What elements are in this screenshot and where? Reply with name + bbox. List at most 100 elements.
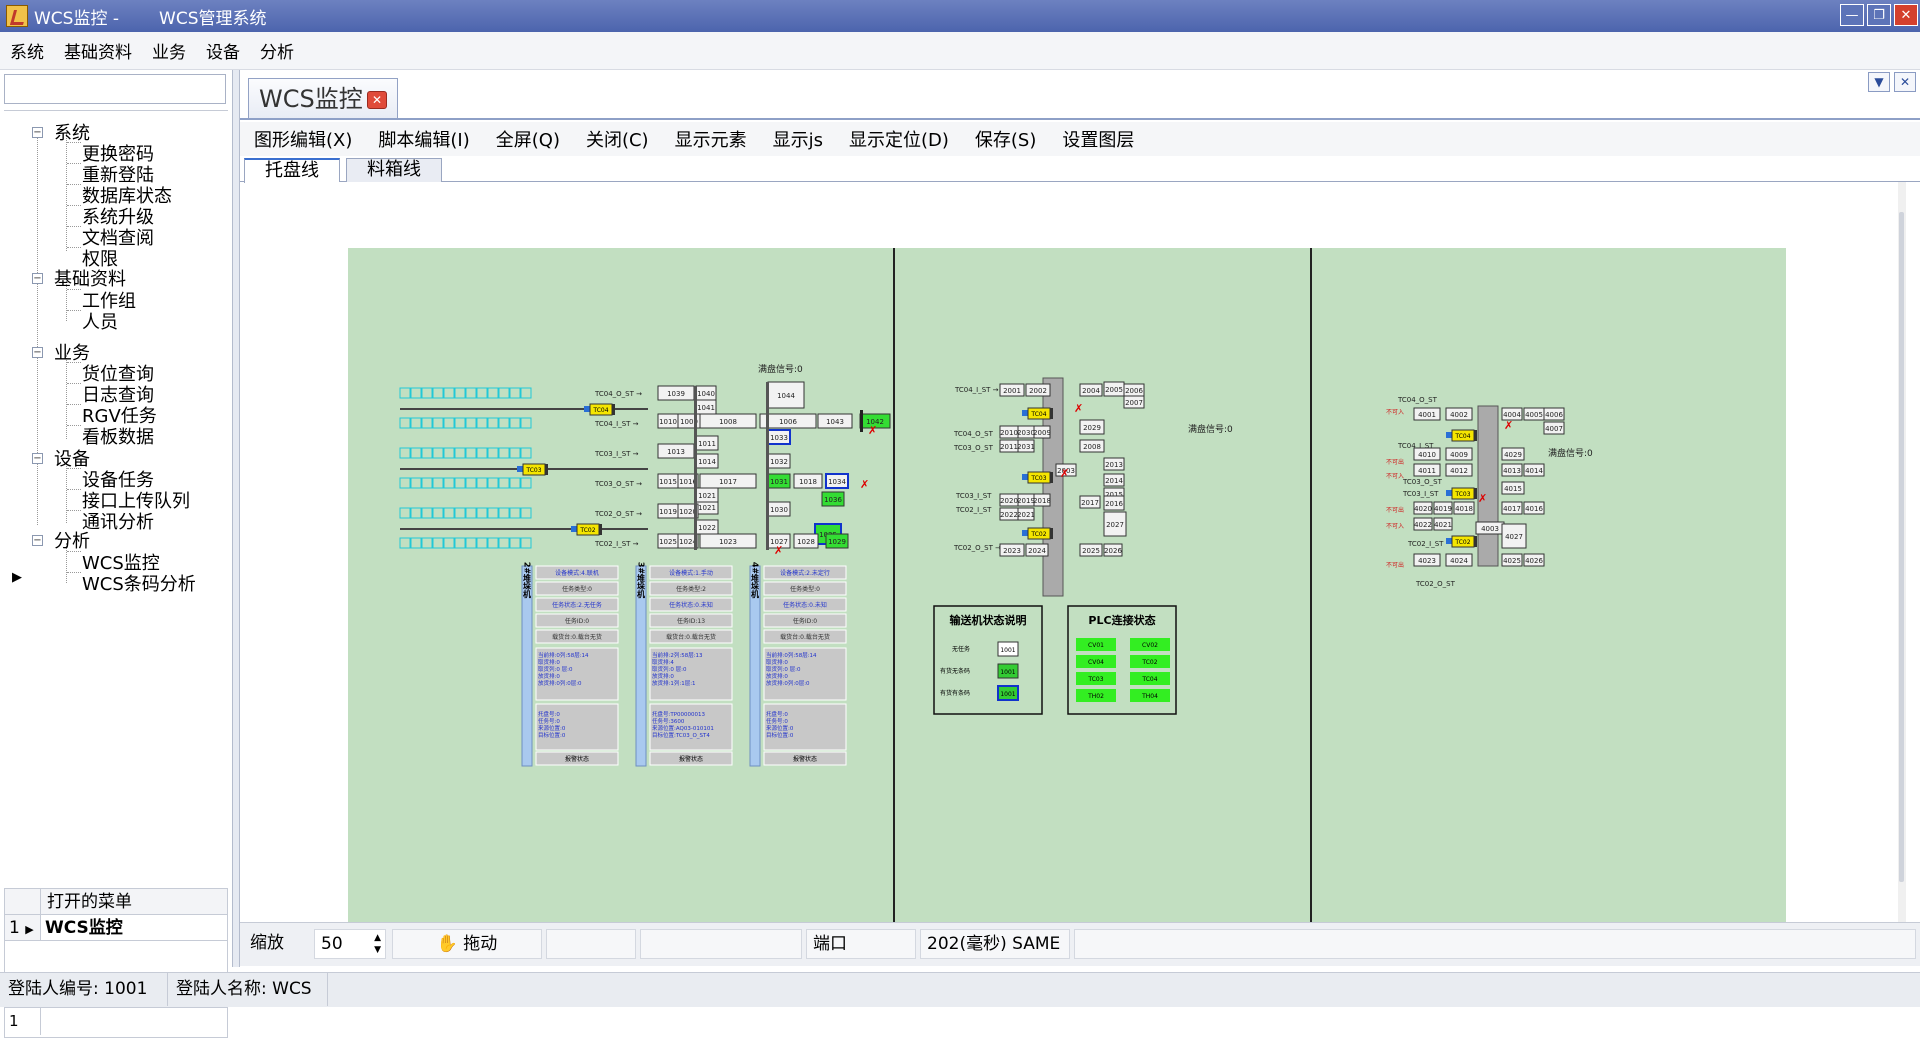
tree-item-db-status[interactable]: 数据库状态 — [82, 186, 172, 207]
tree-item-workgroup[interactable]: 工作组 — [82, 291, 136, 312]
splitter[interactable] — [232, 70, 240, 967]
conveyor-cell-label: 4001 — [1418, 411, 1436, 419]
conveyor-cell-label: 1034 — [828, 478, 846, 486]
crane-position-text: 放货排:0 — [766, 672, 788, 680]
pager-value[interactable]: 1 — [5, 1008, 41, 1035]
doc-tab-wcs-monitor[interactable]: WCS监控 ✕ — [248, 78, 398, 118]
conveyor-cell-label: 1014 — [698, 458, 716, 466]
conveyor-cell — [1413, 553, 1441, 567]
tree-group-device[interactable]: 设备 — [54, 449, 90, 470]
conveyor-cell-label: 2019 — [1017, 497, 1035, 505]
roller-segment — [410, 447, 422, 459]
plc-indicator-label: CV01 — [1088, 642, 1104, 649]
conveyor-cell — [1501, 481, 1525, 495]
tree-item-device-task[interactable]: 设备任务 — [82, 470, 154, 491]
conveyor-cell — [1017, 439, 1035, 453]
plc-indicator — [1076, 655, 1116, 668]
toolbar-fullscreen[interactable]: 全屏(Q) — [495, 130, 560, 151]
toolbar-save[interactable]: 保存(S) — [974, 130, 1037, 151]
close-all-icon[interactable]: ✕ — [1894, 72, 1916, 92]
conveyor-cell — [1523, 553, 1545, 567]
restore-button[interactable]: ❐ — [1867, 4, 1891, 26]
tree-group-business[interactable]: 业务 — [54, 343, 90, 364]
toolbar-show-js[interactable]: 显示js — [772, 130, 823, 151]
tree-item-upload-queue[interactable]: 接口上传队列 — [82, 491, 190, 512]
tree-item-docs[interactable]: 文档查阅 — [82, 228, 154, 249]
crane-field-text: 任务类型:0 — [562, 585, 592, 593]
tree-item-relogin[interactable]: 重新登陆 — [82, 165, 154, 186]
crane-field-text: 任务状态:2.无任务 — [552, 601, 602, 609]
tree-item-log-query[interactable]: 日志查询 — [82, 385, 154, 406]
tree-item-barcode-analysis[interactable]: WCS条码分析 — [82, 574, 196, 595]
conveyor-cell — [1025, 383, 1051, 397]
roller-segment — [498, 507, 510, 519]
plc-title: PLC连接状态 — [1088, 613, 1155, 627]
drag-button[interactable]: ✋ 拖动 — [392, 929, 542, 959]
close-button[interactable]: ✕ — [1894, 4, 1918, 26]
collapse-analysis-icon[interactable]: − — [32, 535, 43, 546]
tree-item-board-data[interactable]: 看板数据 — [82, 427, 154, 448]
plc-indicator-label: TC02 — [1141, 659, 1157, 666]
minimize-button[interactable]: — — [1840, 4, 1864, 26]
tab-box-line[interactable]: 料箱线 — [346, 158, 442, 182]
menu-analysis[interactable]: 分析 — [260, 43, 294, 63]
expand-arrow-icon[interactable]: ▶ — [12, 570, 22, 585]
menu-search-input[interactable] — [4, 74, 226, 104]
tree-item-rgv-task[interactable]: RGV任务 — [82, 406, 157, 427]
crane-position-text: 取货排:0 — [766, 658, 788, 666]
zoom-input[interactable]: 50 ▲▼ — [314, 929, 386, 959]
tree-item-change-password[interactable]: 更换密码 — [82, 144, 154, 165]
station-label: TC04_O_ST — [1397, 396, 1438, 404]
crane-position-text: 放货排:0列:0层:0 — [766, 679, 810, 687]
conveyor-cell-label: 4006 — [1545, 411, 1563, 419]
roller-segment — [465, 387, 477, 399]
conveyor-cell — [1501, 407, 1523, 421]
conveyor-cell — [1103, 543, 1123, 557]
toolbar-set-layer[interactable]: 设置图层 — [1062, 130, 1135, 151]
toolbar-show-elements[interactable]: 显示元素 — [674, 130, 747, 151]
toolbar-script-edit[interactable]: 脚本编辑(I) — [378, 130, 470, 151]
status-bar: 登陆人编号: 1001 登陆人名称: WCS — [0, 972, 1920, 1007]
tree-group-analysis[interactable]: 分析 — [54, 531, 90, 552]
canvas-status-strip: 缩放 50 ▲▼ ✋ 拖动 端口 202(毫秒) SAME — [240, 922, 1920, 966]
plc-indicator — [1076, 638, 1116, 651]
toolbar-show-location[interactable]: 显示定位(D) — [848, 130, 949, 151]
close-tab-icon[interactable]: ✕ — [367, 91, 387, 109]
tree-item-wcs-monitor[interactable]: WCS监控 — [82, 553, 160, 574]
tree-item-upgrade[interactable]: 系统升级 — [82, 207, 154, 228]
tree-item-comm-analysis[interactable]: 通讯分析 — [82, 512, 154, 533]
canvas-scrollbar[interactable] — [1898, 182, 1906, 922]
crane-alarm-text: 报警状态 — [565, 755, 589, 763]
rgv-end — [1050, 472, 1053, 483]
conveyor-cell — [1079, 419, 1105, 435]
collapse-device-icon[interactable]: − — [32, 453, 43, 464]
conveyor-cell-label: 4027 — [1505, 533, 1523, 541]
crane-position-text: 放货排:1列:1层:1 — [652, 679, 696, 687]
menu-basic-data[interactable]: 基础资料 — [64, 43, 132, 63]
conveyor-cell-label: 1021 — [698, 504, 716, 512]
tree-group-system[interactable]: 系统 — [54, 123, 90, 144]
rgv-wheel — [1446, 538, 1452, 544]
spinner-icon[interactable]: ▲▼ — [374, 933, 381, 955]
tree-item-permission[interactable]: 权限 — [82, 249, 118, 270]
menu-system[interactable]: 系统 — [10, 43, 44, 63]
menu-device[interactable]: 设备 — [206, 43, 240, 63]
conveyor-cell-label: 2025 — [1082, 547, 1100, 555]
conveyor-cell — [1433, 501, 1453, 515]
collapse-basic-icon[interactable]: − — [32, 273, 43, 284]
tab-pallet-line[interactable]: 托盘线 — [244, 158, 340, 183]
roller-segment — [399, 447, 411, 459]
crane-field — [763, 565, 847, 580]
collapse-business-icon[interactable]: − — [32, 347, 43, 358]
open-menu-row[interactable]: 1 ▶ WCS监控 — [5, 915, 227, 941]
tree-item-location-query[interactable]: 货位查询 — [82, 364, 154, 385]
menu-business[interactable]: 业务 — [152, 43, 186, 63]
tree-group-basic[interactable]: 基础资料 — [54, 269, 126, 290]
collapse-system-icon[interactable]: − — [32, 127, 43, 138]
plc-indicator — [1076, 672, 1116, 685]
dropdown-icon[interactable]: ▼ — [1868, 72, 1890, 92]
tree-item-people[interactable]: 人员 — [82, 312, 118, 333]
toolbar-graph-edit[interactable]: 图形编辑(X) — [254, 130, 353, 151]
toolbar-close[interactable]: 关闭(C) — [585, 130, 649, 151]
